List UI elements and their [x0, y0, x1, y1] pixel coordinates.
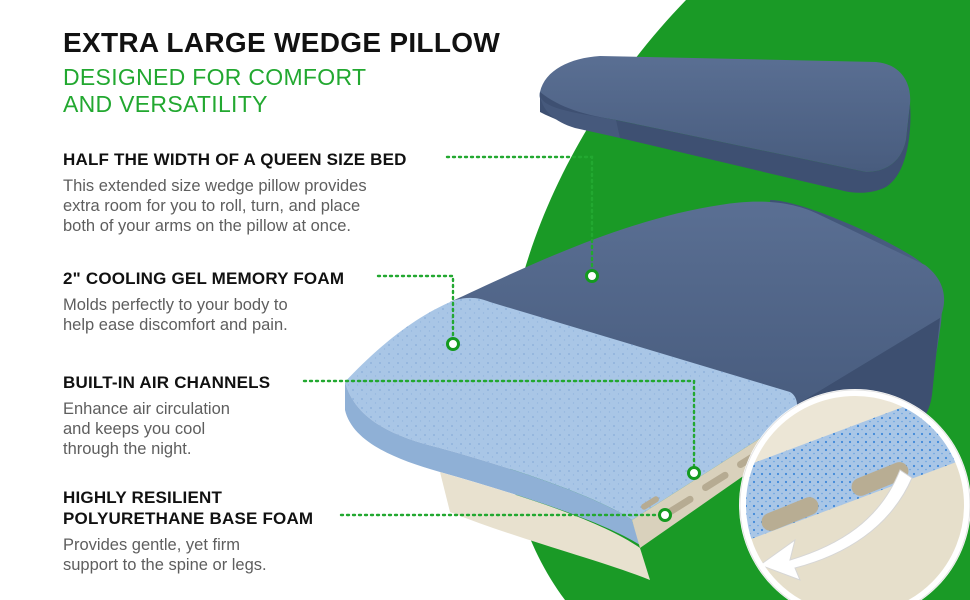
feature-description: Molds perfectly to your body to help eas…	[63, 296, 288, 334]
feature-description: Provides gentle, yet firm support to the…	[63, 536, 267, 574]
feature-air-channels: BUILT-IN AIR CHANNELS Enhance air circul…	[63, 372, 543, 459]
leader-line-3	[302, 379, 696, 470]
feature-queen-width: HALF THE WIDTH OF A QUEEN SIZE BED This …	[63, 149, 543, 236]
bolster-pillow	[539, 56, 911, 193]
leader-line-2	[376, 274, 455, 342]
wedge-pillow	[345, 200, 945, 580]
feature-heading: HIGHLY RESILIENT POLYURETHANE BASE FOAM	[63, 488, 314, 528]
page-title: EXTRA LARGE WEDGE PILLOW	[63, 27, 501, 58]
feature-heading: 2" COOLING GEL MEMORY FOAM	[63, 269, 345, 288]
page-subtitle: DESIGNED FOR COMFORT AND VERSATILITY	[63, 64, 367, 117]
feature-base-foam: HIGHLY RESILIENT POLYURETHANE BASE FOAM …	[63, 487, 543, 575]
marker-dot-2	[446, 337, 460, 351]
feature-heading: BUILT-IN AIR CHANNELS	[63, 373, 271, 392]
feature-heading: HALF THE WIDTH OF A QUEEN SIZE BED	[63, 150, 407, 169]
callout-leaders	[302, 155, 701, 522]
feature-description: Enhance air circulation and keeps you co…	[63, 400, 230, 458]
feature-cooling-gel: 2" COOLING GEL MEMORY FOAM Molds perfect…	[63, 268, 543, 335]
marker-dot-1	[585, 269, 599, 283]
air-channel-closeup	[739, 389, 970, 600]
feature-description: This extended size wedge pillow provides…	[63, 177, 367, 235]
marker-dot-4	[658, 508, 672, 522]
marker-dot-3	[687, 466, 701, 480]
leader-line-1	[445, 155, 594, 274]
